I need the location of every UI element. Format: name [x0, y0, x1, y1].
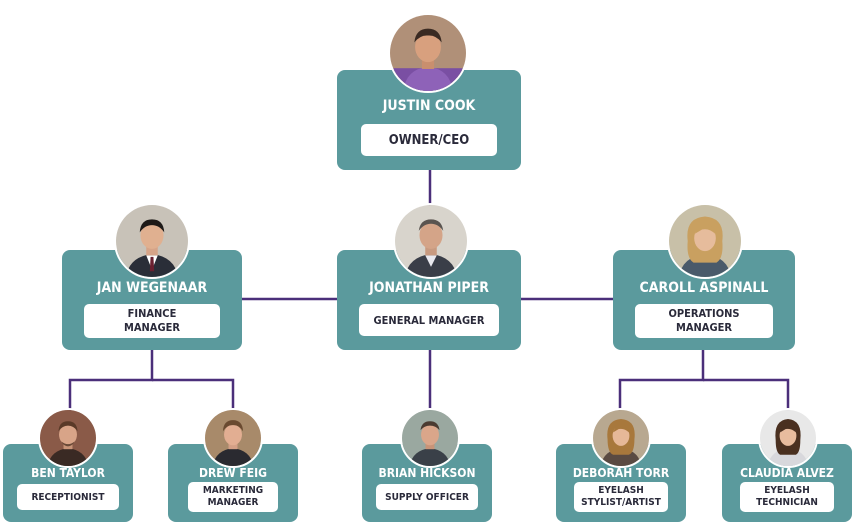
person-photo-icon — [38, 408, 98, 468]
person-name: DEBORAH TORR — [572, 466, 670, 480]
person-role: EYELASH TECHNICIAN — [740, 482, 834, 512]
person-name: JUSTIN COOK — [382, 98, 476, 114]
person-role: EYELASH STYLIST/ARTIST — [574, 482, 668, 512]
connector-ops-claudia — [703, 378, 790, 412]
person-name: JONATHAN PIPER — [369, 280, 489, 296]
person-name: CLAUDIA ALVEZ — [740, 466, 834, 480]
person-role: SUPPLY OFFICER — [376, 484, 478, 510]
card-claudia-alvez: CLAUDIA ALVEZ EYELASH TECHNICIAN — [722, 444, 852, 522]
person-photo-icon — [388, 13, 468, 93]
connector-finance-drew — [152, 378, 235, 412]
connector-ops-deborah — [618, 350, 705, 412]
person-role: OWNER/CEO — [361, 124, 497, 156]
connector-finance-ben — [68, 350, 154, 412]
person-role: GENERAL MANAGER — [359, 304, 499, 336]
person-photo-icon — [591, 408, 651, 468]
person-role: OPERATIONS MANAGER — [635, 304, 773, 338]
person-photo-icon — [393, 203, 469, 279]
person-name: BEN TAYLOR — [31, 466, 105, 480]
person-name: BRIAN HICKSON — [378, 466, 476, 480]
person-photo-icon — [114, 203, 190, 279]
person-role: MARKETING MANAGER — [188, 482, 278, 512]
person-photo-icon — [667, 203, 743, 279]
card-jonathan-piper: JONATHAN PIPER GENERAL MANAGER — [337, 250, 521, 350]
card-ben-taylor: BEN TAYLOR RECEPTIONIST — [3, 444, 133, 522]
card-caroll-aspinall: CAROLL ASPINALL OPERATIONS MANAGER — [613, 250, 795, 350]
person-photo-icon — [203, 408, 263, 468]
person-name: JAN WEGENAAR — [96, 280, 208, 296]
person-role: FINANCE MANAGER — [84, 304, 220, 338]
card-justin-cook: JUSTIN COOK OWNER/CEO — [337, 70, 521, 170]
person-photo-icon — [758, 408, 818, 468]
card-brian-hickson: BRIAN HICKSON SUPPLY OFFICER — [362, 444, 492, 522]
person-photo-icon — [400, 408, 460, 468]
person-name: CAROLL ASPINALL — [639, 280, 769, 296]
card-drew-feig: DREW FEIG MARKETING MANAGER — [168, 444, 298, 522]
person-name: DREW FEIG — [199, 466, 267, 480]
person-role: RECEPTIONIST — [17, 484, 119, 510]
